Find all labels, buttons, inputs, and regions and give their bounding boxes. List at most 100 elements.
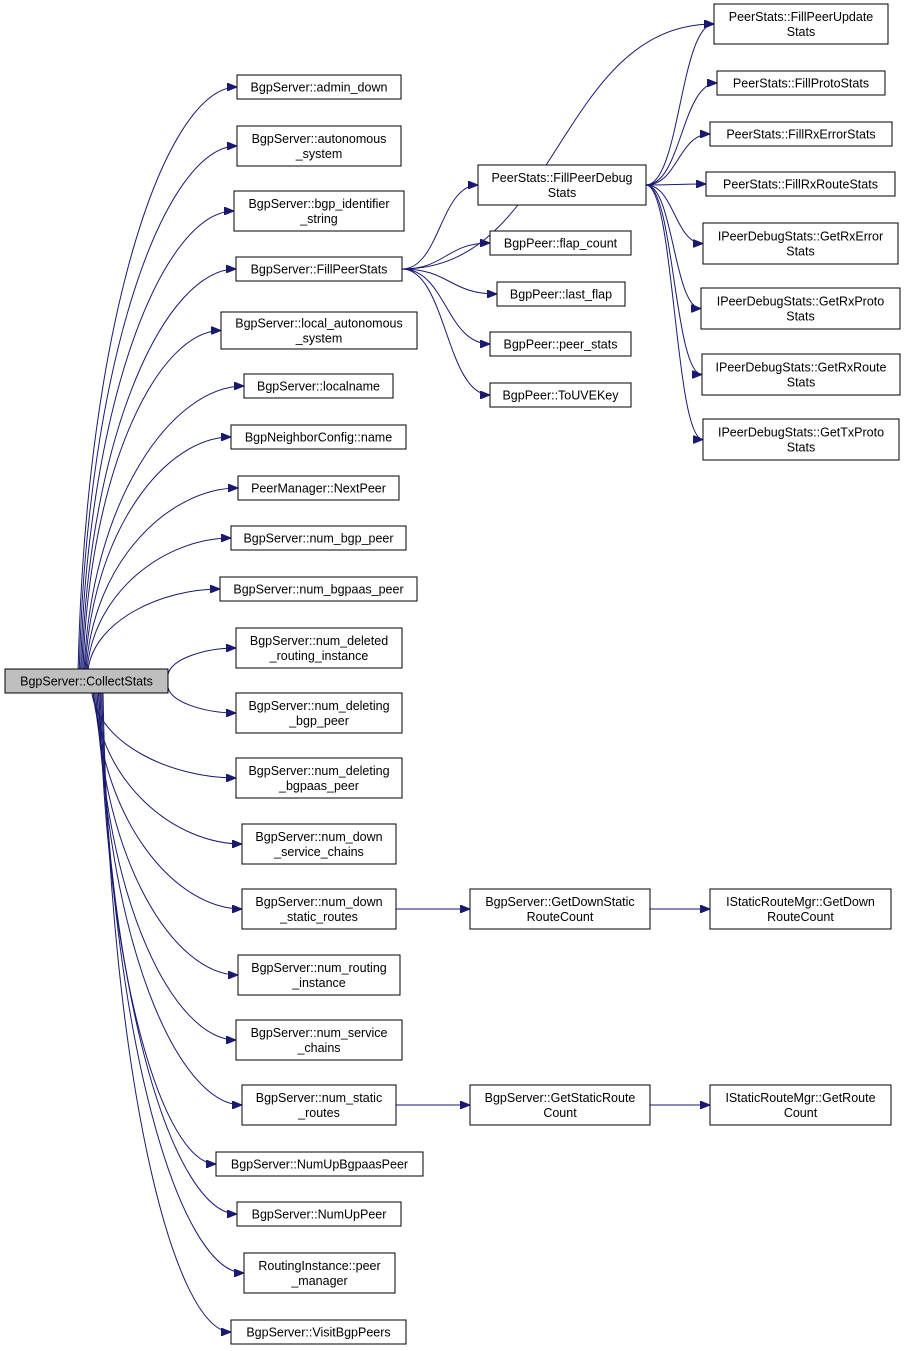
node-label-line: BgpPeer::last_flap [510, 288, 612, 302]
node-label-line: BgpServer::local_autonomous [235, 317, 402, 331]
edge-layer [77, 24, 717, 1332]
node-peer-manager[interactable]: RoutingInstance::peer_manager [243, 1252, 396, 1294]
node-label-line: BgpServer::num_deleting [248, 699, 389, 713]
edge-collect-stats-to-localname [83, 386, 244, 670]
node-num-down-static-routes[interactable]: BgpServer::num_down_static_routes [241, 888, 397, 930]
node-box [236, 125, 402, 167]
node-label-line: BgpServer::GetDownStatic [485, 895, 634, 909]
node-num-up-bgpaas-peer[interactable]: BgpServer::NumUpBgpaasPeer [215, 1151, 424, 1177]
node-num-deleting-bgpaas-peer[interactable]: BgpServer::num_deleting_bgpaas_peer [235, 757, 403, 799]
node-fill-rx-error-stats[interactable]: PeerStats::FillRxErrorStats [709, 121, 893, 147]
edge-fill-peer-stats-to-peer-stats [401, 268, 490, 344]
node-num-bgp-peer[interactable]: BgpServer::num_bgp_peer [230, 525, 407, 551]
node-label-line: BgpServer::num_static [256, 1091, 382, 1105]
node-label-line: PeerStats::FillRxErrorStats [726, 128, 875, 142]
node-fill-proto-stats[interactable]: PeerStats::FillProtoStats [716, 70, 886, 96]
node-collect-stats[interactable]: BgpServer::CollectStats [4, 668, 169, 694]
node-localname[interactable]: BgpServer::localname [243, 373, 394, 399]
edge-fill-peer-stats-to-fill-peer-debug-stats [401, 185, 478, 270]
node-flap-count[interactable]: BgpPeer::flap_count [489, 230, 632, 256]
edge-collect-stats-to-bgp-identifier-string [80, 211, 234, 670]
node-label-line: _static_routes [279, 910, 358, 924]
node-num-bgpaas-peer[interactable]: BgpServer::num_bgpaas_peer [219, 576, 418, 602]
node-box [235, 256, 403, 282]
node-label-line: IPeerDebugStats::GetRxRoute [716, 361, 887, 375]
node-label-line: _system [295, 147, 343, 161]
node-label-line: PeerStats::FillPeerUpdate [729, 10, 874, 24]
node-label-line: BgpServer::num_routing [251, 961, 387, 975]
node-label-line: BgpServer::VisitBgpPeers [246, 1326, 390, 1340]
node-visit-bgp-peers[interactable]: BgpServer::VisitBgpPeers [230, 1319, 407, 1345]
node-num-deleting-bgp-peer[interactable]: BgpServer::num_deleting_bgp_peer [235, 692, 403, 734]
node-label-line: _instance [291, 976, 346, 990]
edge-collect-stats-to-local-autonomous-system [82, 331, 221, 670]
node-label-line: BgpServer::localname [257, 380, 380, 394]
node-num-deleted-routing-instance[interactable]: BgpServer::num_deleted_routing_instance [235, 627, 403, 669]
edge-collect-stats-to-autonomous-system [78, 146, 237, 670]
edge-fill-peer-debug-stats-to-fill-proto-stats [645, 83, 717, 186]
node-box [233, 190, 405, 232]
node-label-line: BgpServer::num_deleted [250, 634, 388, 648]
node-label-line: RoutingInstance::peer [258, 1259, 380, 1273]
node-fill-peer-stats[interactable]: BgpServer::FillPeerStats [235, 256, 403, 282]
edge-fill-peer-debug-stats-to-get-tx-proto-stats [645, 184, 704, 440]
node-box [241, 823, 397, 865]
edge-fill-peer-debug-stats-to-fill-rx-route-stats [645, 184, 706, 185]
node-label-line: BgpPeer::ToUVEKey [502, 389, 619, 403]
node-label-line: BgpServer::num_deleting [248, 764, 389, 778]
node-box [235, 757, 403, 799]
node-box [230, 525, 407, 551]
node-fill-rx-route-stats[interactable]: PeerStats::FillRxRouteStats [705, 171, 896, 197]
node-label-line: IPeerDebugStats::GetRxProto [717, 295, 884, 309]
edge-fill-peer-debug-stats-to-fill-rx-error-stats [645, 134, 710, 186]
node-box [716, 70, 886, 96]
node-label-line: BgpServer::bgp_identifier [248, 197, 389, 211]
node-box [702, 418, 900, 461]
edge-fill-peer-stats-to-fill-peer-update-stats [401, 24, 714, 270]
edge-fill-peer-stats-to-to-uve-key [401, 268, 490, 395]
node-autonomous-system[interactable]: BgpServer::autonomous_system [236, 125, 402, 167]
node-box [709, 888, 892, 930]
node-to-uve-key[interactable]: BgpPeer::ToUVEKey [489, 382, 632, 408]
node-neighbor-name[interactable]: BgpNeighborConfig::name [230, 424, 407, 450]
node-label-line: Stats [787, 441, 816, 455]
node-num-service-chains[interactable]: BgpServer::num_service_chains [235, 1019, 403, 1061]
node-admin-down[interactable]: BgpServer::admin_down [236, 74, 402, 100]
node-last-flap[interactable]: BgpPeer::last_flap [496, 281, 626, 307]
node-num-static-routes[interactable]: BgpServer::num_static_routes [241, 1084, 397, 1126]
node-num-up-peer[interactable]: BgpServer::NumUpPeer [236, 1201, 402, 1227]
node-box [235, 627, 403, 669]
edge-fill-peer-debug-stats-to-get-rx-error-stats [645, 184, 704, 244]
node-local-autonomous-system[interactable]: BgpServer::local_autonomous_system [220, 311, 418, 350]
node-num-down-service-chains[interactable]: BgpServer::num_down_service_chains [241, 823, 397, 865]
node-box [243, 373, 394, 399]
node-box [700, 287, 901, 330]
node-box [236, 74, 402, 100]
edge-collect-stats-to-admin-down [77, 87, 237, 670]
edge-collect-stats-to-peer-manager [101, 692, 244, 1273]
node-peer-stats[interactable]: BgpPeer::peer_stats [489, 331, 632, 357]
node-box [709, 121, 893, 147]
node-label-line: Stats [787, 376, 816, 390]
node-box [713, 3, 889, 45]
node-label-line: RouteCount [767, 910, 834, 924]
node-bgp-identifier-string[interactable]: BgpServer::bgp_identifier_string [233, 190, 405, 232]
node-next-peer[interactable]: PeerManager::NextPeer [237, 475, 400, 501]
node-label-line: BgpServer::CollectStats [20, 675, 153, 689]
node-label-line: BgpServer::admin_down [251, 81, 388, 95]
node-label-line: Count [543, 1106, 577, 1120]
node-num-routing-instance[interactable]: BgpServer::num_routing_instance [237, 954, 401, 996]
node-box [235, 692, 403, 734]
node-box [4, 668, 169, 694]
